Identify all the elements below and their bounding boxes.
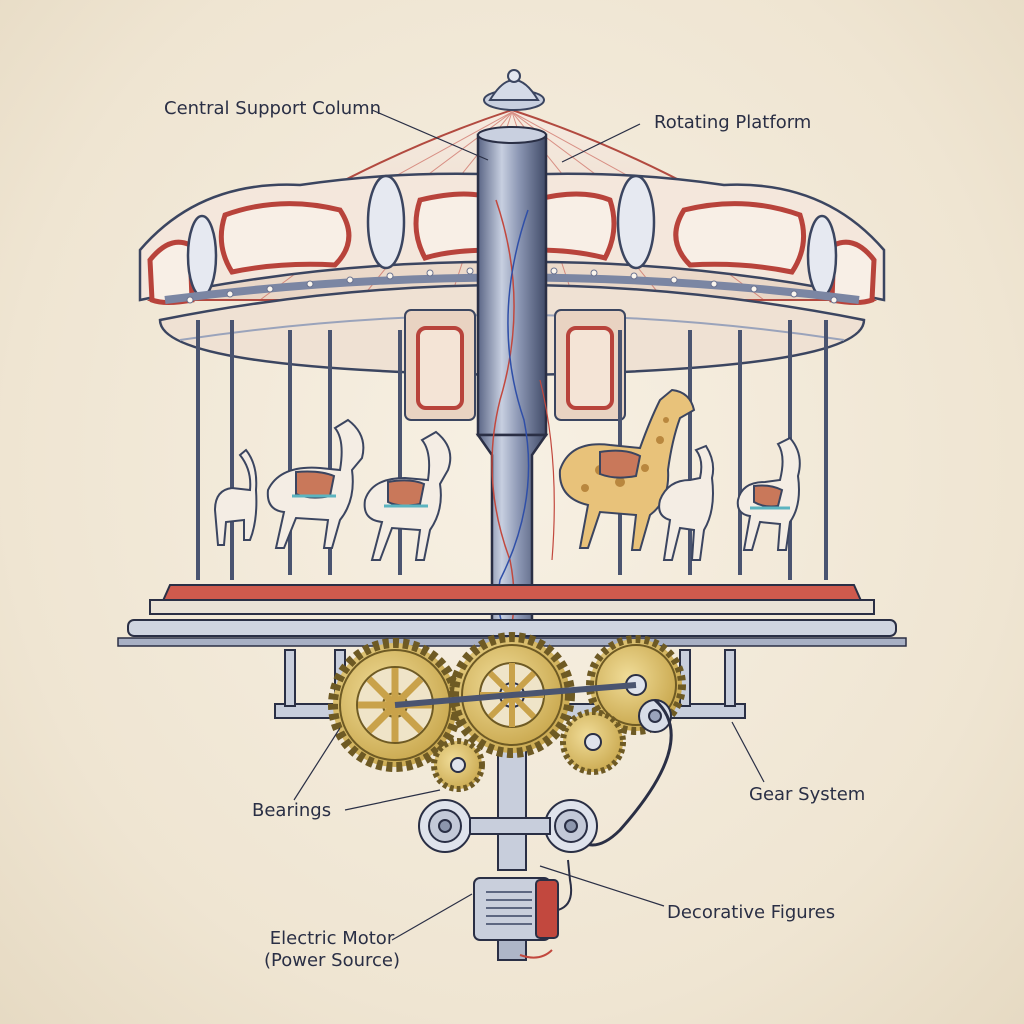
electric-motor	[473, 859, 573, 961]
horse-figure	[658, 444, 715, 561]
inner-drum	[404, 309, 626, 421]
label-central-support-column: Central Support Column	[164, 98, 382, 119]
central-column	[475, 126, 555, 661]
horse-figure	[266, 418, 365, 549]
decorative-figures-group	[213, 388, 801, 561]
callout-lines	[293, 109, 765, 941]
label-gear-system: Gear System	[749, 784, 866, 805]
small-gear-right	[560, 709, 626, 775]
small-gear-left	[431, 738, 485, 792]
horse-figure	[363, 430, 452, 561]
gear-system	[328, 632, 686, 847]
label-electric-motor-line1: Electric Motor	[269, 928, 395, 949]
giraffe-figure	[558, 388, 696, 551]
label-decorative-figures: Decorative Figures	[667, 902, 836, 923]
horse-figure	[213, 448, 258, 546]
label-electric-motor-line2: (Power Source)	[263, 950, 400, 971]
label-rotating-platform: Rotating Platform	[654, 112, 812, 133]
horse-figure	[736, 436, 801, 551]
bearings	[418, 799, 598, 853]
label-electric-motor: Electric Motor (Power Source)	[262, 928, 402, 972]
label-bearings: Bearings	[252, 800, 332, 821]
